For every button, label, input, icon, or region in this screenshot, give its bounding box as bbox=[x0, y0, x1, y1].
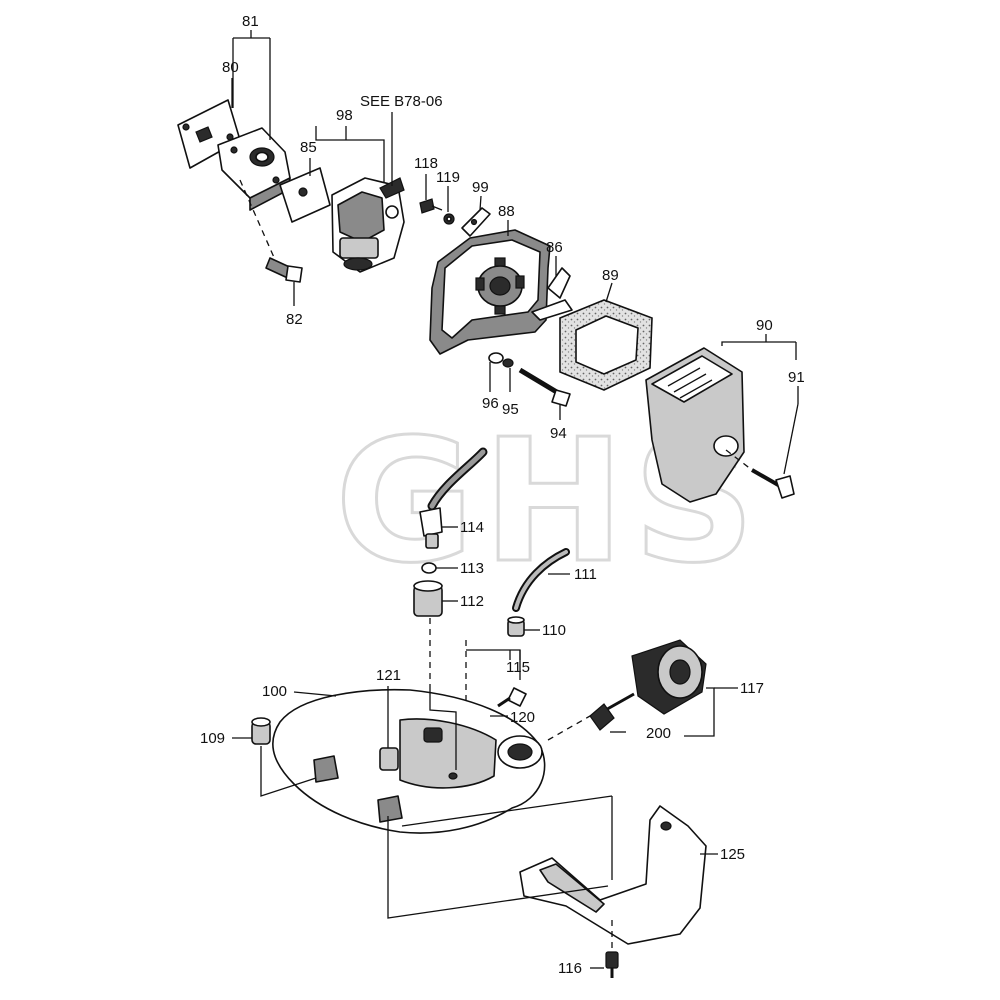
choke-lever-part bbox=[531, 267, 573, 321]
label-120: 120 bbox=[510, 709, 535, 726]
washer-parts bbox=[488, 352, 514, 368]
label-99: 99 bbox=[472, 179, 489, 196]
label-91: 91 bbox=[788, 369, 805, 386]
label-100: 100 bbox=[262, 683, 287, 700]
label-95: 95 bbox=[502, 401, 519, 418]
mounting-bolt-part bbox=[239, 179, 303, 283]
tank-bracket-part bbox=[519, 805, 707, 945]
label-110: 110 bbox=[542, 622, 566, 639]
label-115: 115 bbox=[506, 659, 530, 676]
cover-knob-part bbox=[725, 449, 795, 499]
label-96: 96 bbox=[482, 395, 499, 412]
label-121: 121 bbox=[376, 667, 401, 684]
air-cleaner-case-part bbox=[429, 229, 551, 355]
insulator-block-part bbox=[217, 127, 291, 211]
label-94: 94 bbox=[550, 425, 567, 442]
fuel-tank-cap-part bbox=[631, 639, 707, 715]
label-109: 109 bbox=[200, 730, 225, 747]
return-hose-part bbox=[512, 548, 570, 612]
label-85: 85 bbox=[300, 139, 317, 156]
label-see-reference: SEE B78-06 bbox=[360, 93, 443, 110]
screw-washer-bracket-parts bbox=[419, 198, 491, 237]
label-81: 81 bbox=[242, 13, 259, 30]
grommet-part bbox=[465, 616, 525, 770]
label-80: 80 bbox=[222, 59, 239, 76]
label-82: 82 bbox=[286, 311, 303, 328]
label-125: 125 bbox=[720, 846, 745, 863]
label-116: 116 bbox=[558, 960, 582, 977]
label-89: 89 bbox=[602, 267, 619, 284]
label-200: 200 bbox=[646, 725, 671, 742]
label-114: 114 bbox=[460, 519, 484, 536]
label-117: 117 bbox=[740, 680, 764, 697]
fuel-tank-part bbox=[272, 688, 546, 834]
label-113: 113 bbox=[460, 560, 484, 577]
carburetor-gasket-part bbox=[279, 167, 331, 223]
carburetor-part bbox=[331, 177, 405, 273]
cap-retaining-strap-part bbox=[589, 692, 635, 731]
label-118: 118 bbox=[414, 155, 438, 172]
long-bolt-part bbox=[518, 367, 571, 407]
air-cleaner-cover-part bbox=[645, 347, 745, 503]
label-88: 88 bbox=[498, 203, 515, 220]
fuel-hose-part bbox=[419, 447, 488, 549]
label-90: 90 bbox=[756, 317, 773, 334]
cushion-part bbox=[251, 717, 271, 745]
air-filter-element-part bbox=[559, 299, 653, 391]
label-111: 111 bbox=[574, 566, 597, 583]
fuel-filter-part bbox=[413, 580, 443, 690]
part-number-labels: 81 80 82 98 85 SEE B78-06 118 119 99 88 … bbox=[200, 13, 805, 977]
hose-clip-part bbox=[421, 562, 437, 574]
bracket-bolt-part bbox=[605, 920, 619, 978]
label-98: 98 bbox=[336, 107, 353, 124]
label-86: 86 bbox=[546, 239, 563, 256]
label-119: 119 bbox=[436, 169, 460, 186]
leader-lines bbox=[231, 30, 799, 969]
label-112: 112 bbox=[460, 593, 484, 610]
